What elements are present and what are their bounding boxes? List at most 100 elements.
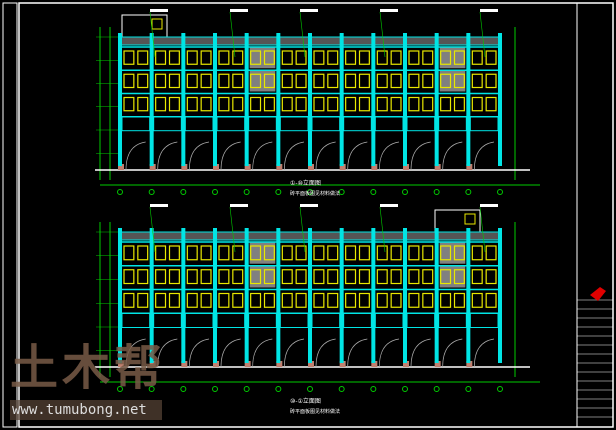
column xyxy=(308,228,312,363)
window xyxy=(390,292,402,308)
window xyxy=(358,269,370,285)
shopfront-arch xyxy=(410,141,431,171)
window xyxy=(250,96,262,112)
window xyxy=(281,292,293,308)
window xyxy=(295,269,307,285)
leader-note xyxy=(300,204,318,207)
wall-panel xyxy=(249,47,276,69)
ground-beam xyxy=(438,116,467,132)
column xyxy=(213,33,217,166)
window xyxy=(186,245,198,261)
column xyxy=(403,228,407,363)
window xyxy=(471,292,483,308)
axis-bubble xyxy=(117,189,123,195)
window xyxy=(313,96,325,112)
tower-window xyxy=(151,18,163,30)
axis-bubble xyxy=(212,386,218,392)
axis-bubble xyxy=(275,386,282,392)
leader-line xyxy=(299,206,306,253)
stair-tower xyxy=(434,209,481,233)
window xyxy=(440,292,452,308)
axis-bubble xyxy=(338,189,345,195)
window xyxy=(137,292,149,308)
window xyxy=(327,292,339,308)
window xyxy=(123,50,135,65)
window xyxy=(155,245,167,261)
window xyxy=(408,96,420,112)
column-base xyxy=(434,361,441,367)
window xyxy=(155,269,167,285)
axis-bubble xyxy=(307,386,313,392)
column-base xyxy=(149,164,156,170)
window xyxy=(345,245,357,261)
window xyxy=(200,50,212,65)
company-logo xyxy=(590,287,606,301)
window xyxy=(155,73,167,89)
window xyxy=(345,292,357,308)
axis-bubble xyxy=(465,189,472,195)
window xyxy=(281,50,293,65)
window xyxy=(376,292,388,308)
ground-beam xyxy=(374,312,404,328)
ground-beam xyxy=(184,312,214,328)
window xyxy=(263,269,275,285)
column-base xyxy=(118,361,124,367)
window xyxy=(186,269,198,285)
column-base xyxy=(339,361,346,367)
window xyxy=(376,50,388,65)
window xyxy=(263,292,275,308)
window xyxy=(168,292,180,308)
column-base xyxy=(181,361,188,367)
window xyxy=(327,269,339,285)
axis-bubble xyxy=(148,189,155,195)
column-base xyxy=(308,164,314,170)
window xyxy=(186,96,198,112)
axis-bubble xyxy=(402,189,408,195)
window xyxy=(345,269,357,285)
shopfront-arch xyxy=(188,338,210,368)
column xyxy=(339,228,344,363)
shopfront-arch xyxy=(473,141,495,171)
wall-panel xyxy=(439,47,466,69)
window xyxy=(327,73,339,89)
column xyxy=(371,228,376,363)
ground-beam xyxy=(279,312,309,328)
column-base xyxy=(181,164,188,170)
window xyxy=(390,96,402,112)
column xyxy=(434,33,439,166)
window xyxy=(200,96,212,112)
ground-beam xyxy=(311,312,341,328)
column xyxy=(498,33,502,166)
shopfront-arch xyxy=(157,141,178,171)
window xyxy=(232,50,244,65)
title-block xyxy=(576,2,614,428)
window xyxy=(232,96,244,112)
window xyxy=(422,73,434,89)
column xyxy=(213,228,217,363)
window xyxy=(376,96,388,112)
window xyxy=(408,245,420,261)
window xyxy=(313,73,325,89)
column-base xyxy=(308,361,314,367)
column-base xyxy=(403,164,409,170)
shopfront-arch xyxy=(347,141,368,171)
column xyxy=(371,33,376,166)
window xyxy=(263,245,275,261)
axis-bubble xyxy=(307,189,313,195)
window xyxy=(250,50,262,65)
window xyxy=(453,269,465,285)
window xyxy=(422,50,434,65)
column xyxy=(118,228,122,363)
window xyxy=(155,50,167,65)
binding-margin xyxy=(2,2,18,428)
window xyxy=(408,269,420,285)
axis-bubble xyxy=(465,386,472,392)
axis-bubble xyxy=(338,386,345,392)
window xyxy=(390,73,402,89)
window xyxy=(390,245,402,261)
leader-note xyxy=(150,204,168,207)
ground-beam xyxy=(343,312,372,328)
window xyxy=(295,96,307,112)
ground-beam xyxy=(248,312,277,328)
